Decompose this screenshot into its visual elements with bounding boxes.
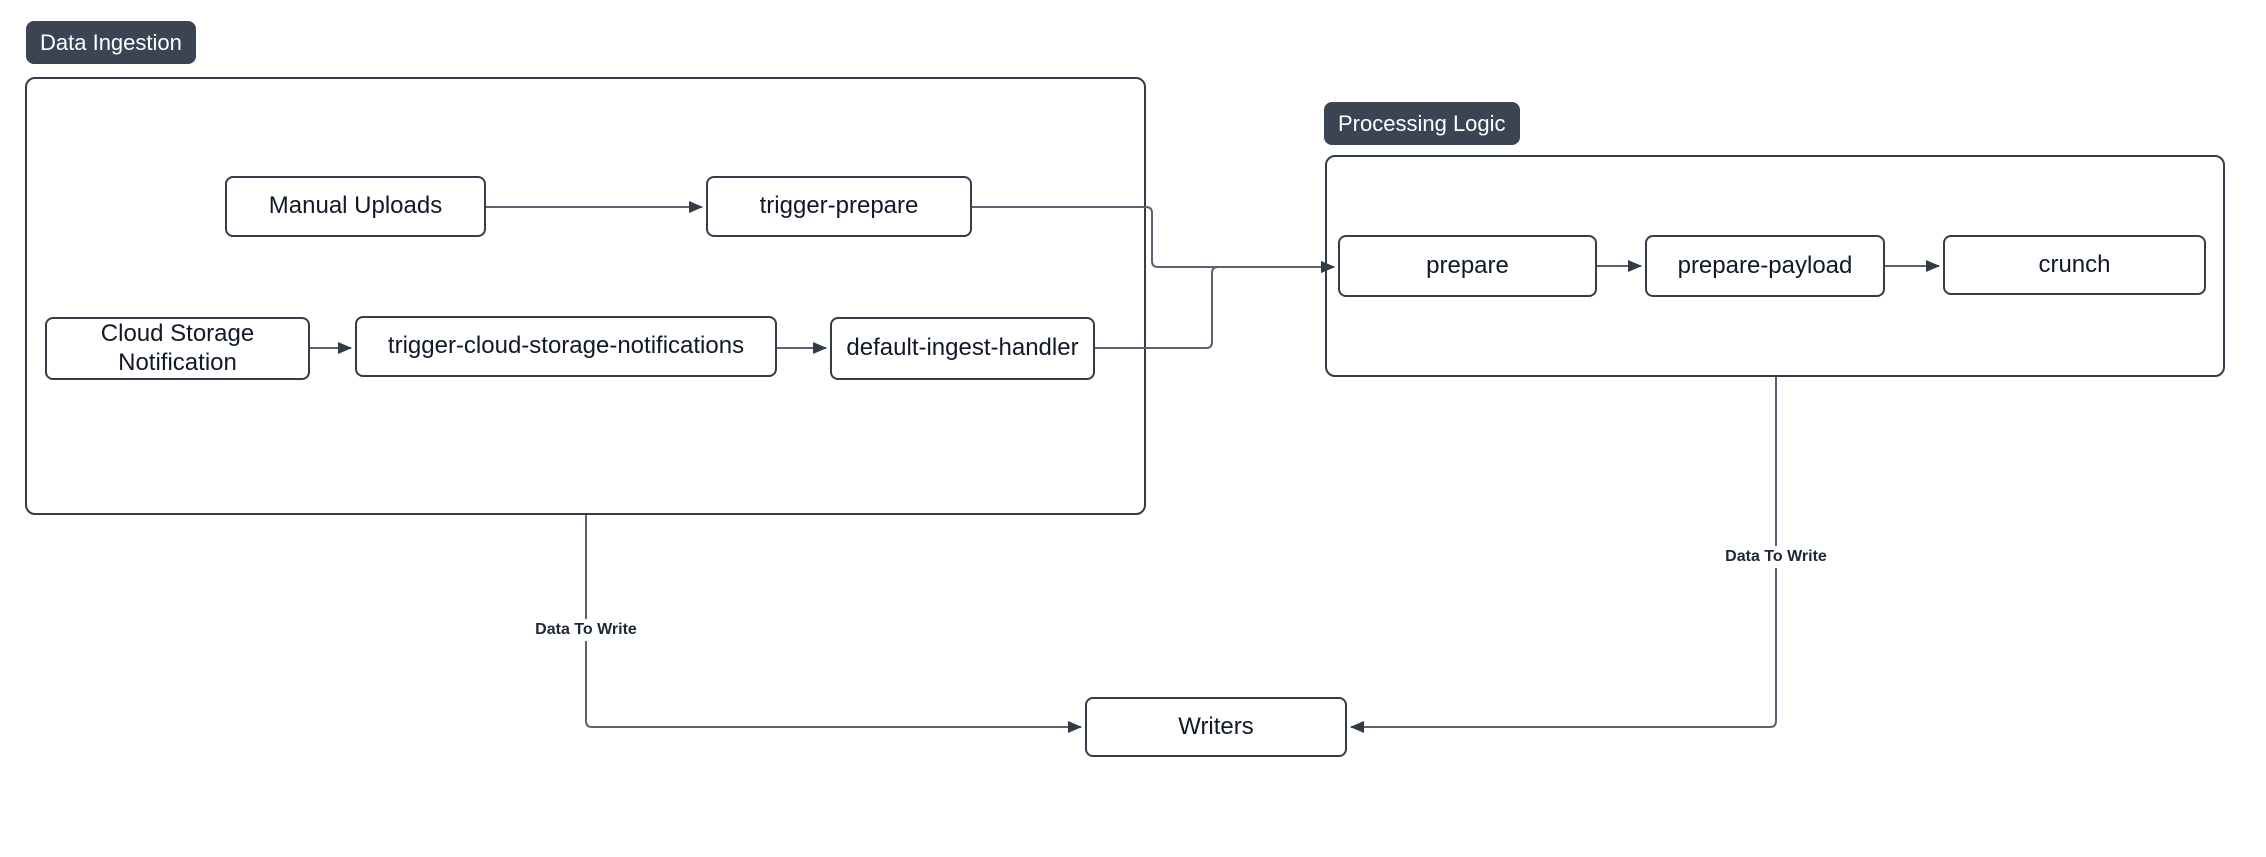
- node-manual-uploads: Manual Uploads: [225, 176, 486, 237]
- node-label-default-ingest-handler: default-ingest-handler: [846, 334, 1079, 362]
- node-label-manual-uploads: Manual Uploads: [268, 192, 443, 220]
- edge-label-data-to-write-left: Data To Write: [530, 619, 642, 641]
- node-label-crunch: crunch: [2038, 250, 2111, 278]
- group-data-ingestion: [25, 77, 1146, 515]
- node-label-prepare-payload: prepare-payload: [1677, 251, 1853, 279]
- group-label-processing-logic: Processing Logic: [1324, 102, 1520, 145]
- node-trigger-prepare: trigger-prepare: [706, 176, 972, 237]
- node-trigger-cloud-storage-notifications: trigger-cloud-storage-notifications: [355, 316, 777, 377]
- node-prepare-payload: prepare-payload: [1645, 235, 1885, 297]
- node-label-cloud-storage-notification: Cloud Storage Notification: [100, 319, 255, 376]
- node-label-prepare: prepare: [1426, 251, 1509, 279]
- node-cloud-storage-notification: Cloud Storage Notification: [45, 317, 310, 380]
- node-default-ingest-handler: default-ingest-handler: [830, 317, 1095, 380]
- edge-processing-logic-to-writers: [1350, 377, 1777, 733]
- group-label-data-ingestion: Data Ingestion: [26, 21, 196, 64]
- edge-data-ingestion-to-writers: [585, 515, 1082, 733]
- node-writers: Writers: [1085, 697, 1347, 757]
- node-label-writers: Writers: [1178, 712, 1254, 740]
- node-label-trigger-cloud-storage-notifications: trigger-cloud-storage-notifications: [387, 332, 745, 360]
- node-crunch: crunch: [1943, 235, 2206, 295]
- node-label-trigger-prepare: trigger-prepare: [759, 192, 919, 220]
- node-prepare: prepare: [1338, 235, 1597, 297]
- edge-label-data-to-write-right: Data To Write: [1720, 546, 1832, 568]
